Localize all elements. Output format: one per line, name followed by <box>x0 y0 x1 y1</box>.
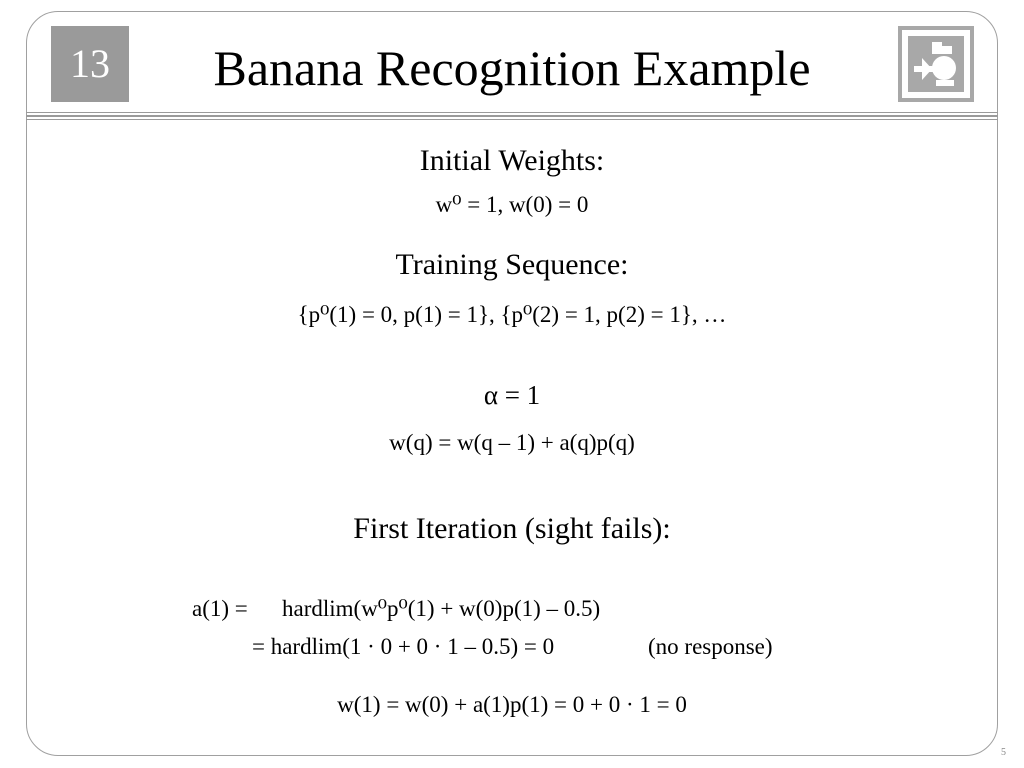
training-sequence-heading: Training Sequence: <box>395 248 629 281</box>
slide-title: Banana Recognition Example <box>213 40 811 96</box>
logo-icon <box>898 26 974 102</box>
initial-weights-equation: w⁰ = 1, w(0) = 0 <box>435 192 589 217</box>
training-sequence-equation: {p⁰(1) = 0, p(1) = 1}, {p⁰(2) = 1, p(2) … <box>297 302 727 327</box>
slide-frame <box>26 11 998 756</box>
a1-lhs: a(1) = <box>192 596 248 621</box>
title-rule <box>26 112 998 113</box>
a1-note: (no response) <box>648 634 773 659</box>
initial-weights-heading: Initial Weights: <box>419 144 605 177</box>
title-rule <box>26 119 998 120</box>
title-rule <box>26 115 998 117</box>
update-rule: w(q) = w(q – 1) + a(q)p(q) <box>389 430 635 455</box>
first-iteration-heading: First Iteration (sight fails): <box>353 512 671 545</box>
learning-rate: α = 1 <box>483 380 541 410</box>
w1-equation: w(1) = w(0) + a(1)p(1) = 0 + 0 · 1 = 0 <box>337 692 687 717</box>
page-number: 5 <box>1001 747 1006 758</box>
chapter-badge: 13 <box>51 26 129 102</box>
a1-line2: = hardlim(1 · 0 + 0 · 1 – 0.5) = 0 <box>252 634 555 659</box>
a1-rhs: hardlim(w⁰p⁰(1) + w(0)p(1) – 0.5) <box>282 596 601 621</box>
